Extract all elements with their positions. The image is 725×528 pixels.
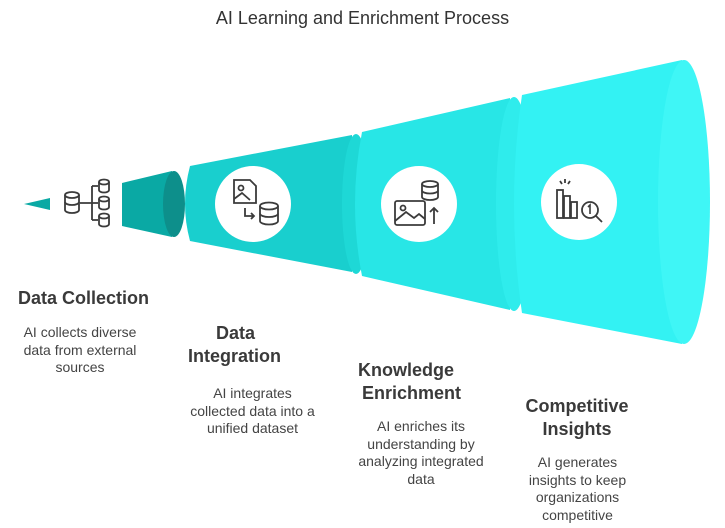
icon-circle-data-integration xyxy=(215,166,291,242)
stage-desc-knowledge-enrichment: AI enriches its understanding by analyzi… xyxy=(358,418,484,487)
image-upload-database-icon xyxy=(394,180,439,226)
bar-chart-magnifier-icon xyxy=(556,179,603,223)
database-network-icon xyxy=(64,178,110,228)
icon-circle-knowledge-enrichment xyxy=(381,166,457,242)
funnel-tip xyxy=(24,198,50,210)
diagram-title: AI Learning and Enrichment Process xyxy=(215,8,510,28)
stage-desc-data-integration: AI integrates collected data into a unif… xyxy=(190,385,315,436)
stage-title-data-integration: Data Integration xyxy=(188,323,281,366)
stage-desc-competitive-insights: AI generates insights to keep organizati… xyxy=(528,454,627,523)
stage-title-data-collection: Data Collection xyxy=(18,288,150,308)
funnel-segment-data-collection xyxy=(122,171,185,237)
stage-desc-data-collection: AI collects diverse data from external s… xyxy=(23,324,137,375)
image-merge-database-icon xyxy=(233,179,279,226)
stage-title-knowledge-enrichment: Knowledge Enrichment xyxy=(358,360,462,403)
stage-title-competitive-insights: Competitive Insights xyxy=(525,396,629,439)
icon-circle-competitive-insights xyxy=(541,164,617,240)
